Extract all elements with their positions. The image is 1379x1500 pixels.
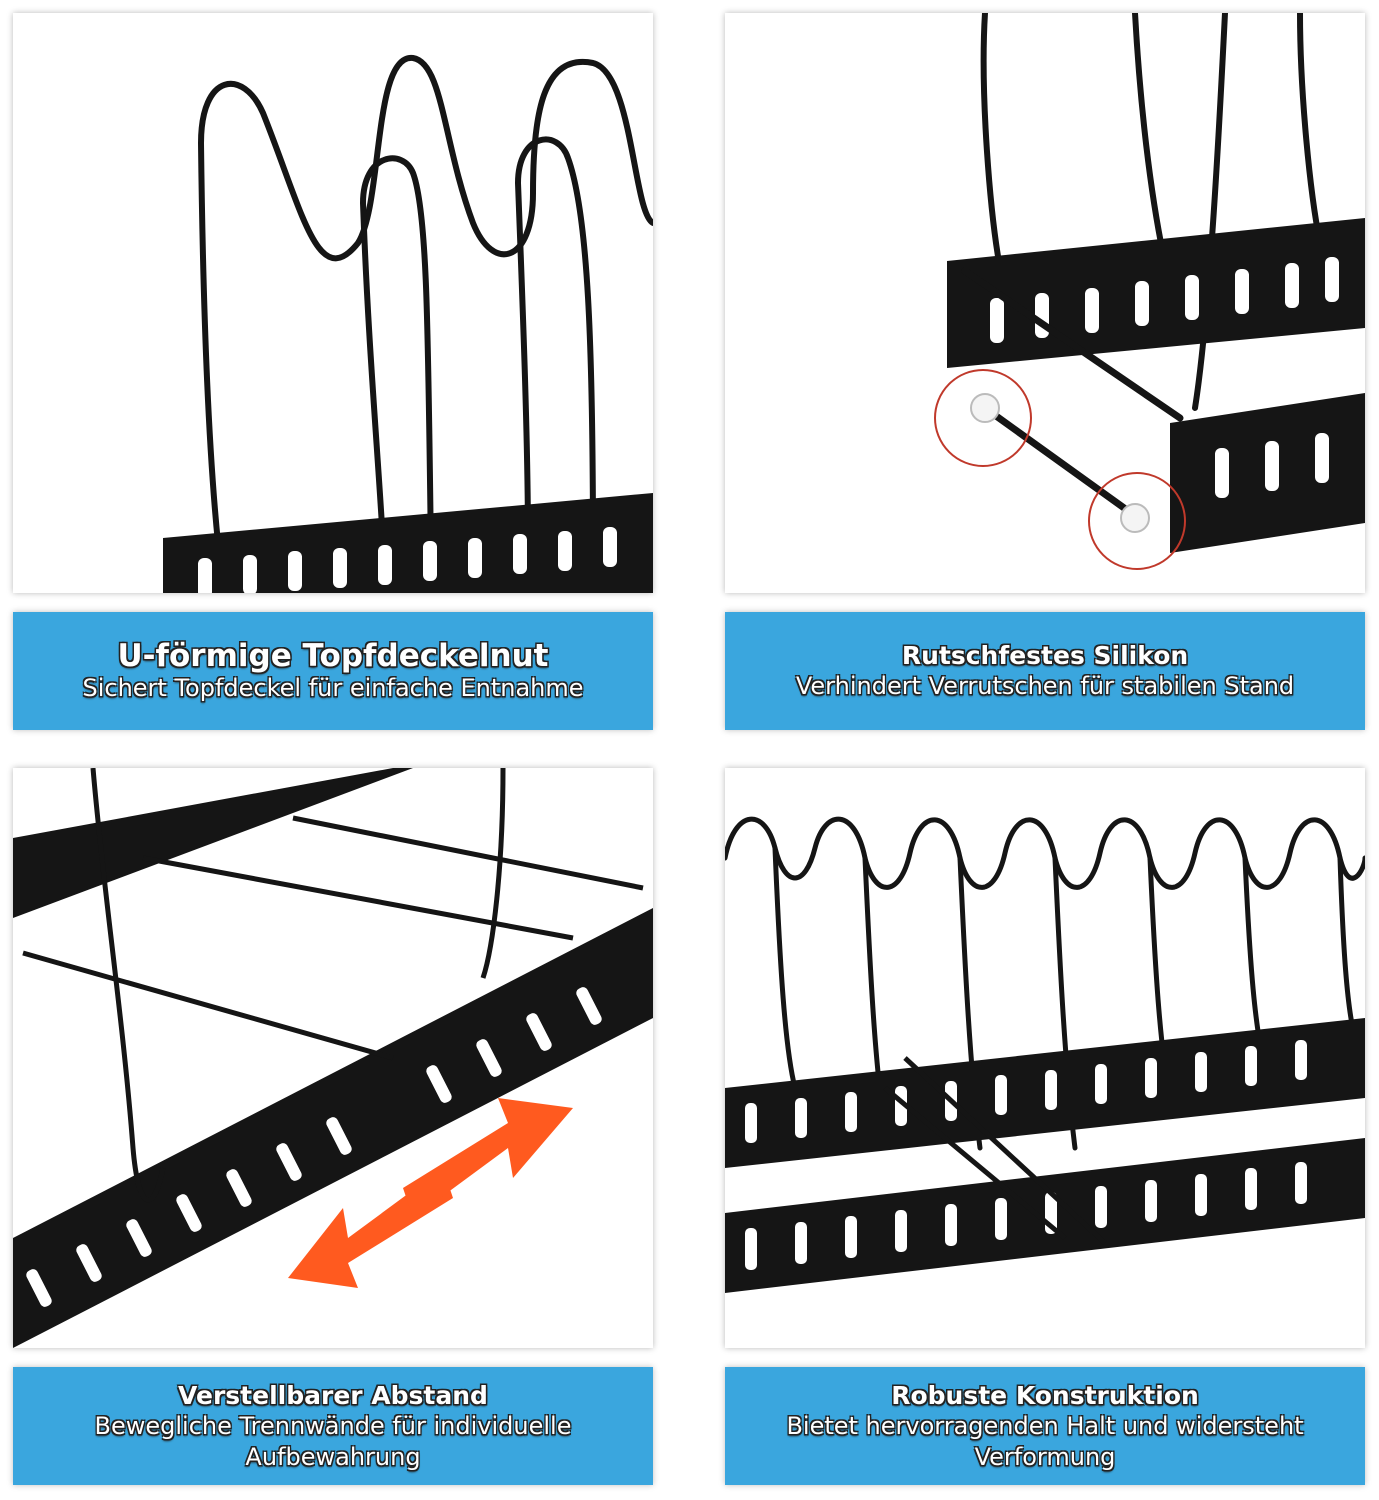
caption-title: U-förmige Topfdeckelnut xyxy=(117,637,549,674)
caption-subtitle: Sichert Topfdeckel für einfache Entnahme xyxy=(82,673,584,702)
double-arrow-icon xyxy=(288,1098,573,1288)
caption-subtitle: Bewegliche Trennwände für individuelle A… xyxy=(94,1411,572,1471)
sturdy-rack-frame-icon xyxy=(725,816,1365,1293)
caption-sturdy: Robuste Konstruktion Bietet hervorragend… xyxy=(725,1367,1365,1485)
product-photo-lid-groove xyxy=(13,13,653,593)
caption-subtitle: Verhindert Verrutschen für stabilen Stan… xyxy=(795,672,1295,700)
caption-lid-groove: U-förmige Topfdeckelnut Sichert Topfdeck… xyxy=(13,612,653,730)
caption-title: Verstellbarer Abstand xyxy=(178,1380,488,1410)
caption-title: Robuste Konstruktion xyxy=(891,1380,1199,1410)
product-photo-sturdy xyxy=(725,768,1365,1348)
product-photo-adjustable xyxy=(13,768,653,1348)
pot-lid-rack-u-groove-icon xyxy=(163,55,653,593)
caption-title: Rutschfestes Silikon xyxy=(901,641,1189,670)
product-photo-anti-slip xyxy=(725,13,1365,593)
caption-subtitle: Bietet hervorragenden Halt und widersteh… xyxy=(786,1411,1304,1471)
anti-slip-silicone-feet-icon xyxy=(934,13,1365,570)
adjustable-divider-rack-icon xyxy=(13,768,653,1348)
caption-anti-slip: Rutschfestes Silikon Verhindert Verrutsc… xyxy=(725,612,1365,730)
caption-adjustable: Verstellbarer Abstand Bewegliche Trennwä… xyxy=(13,1367,653,1485)
